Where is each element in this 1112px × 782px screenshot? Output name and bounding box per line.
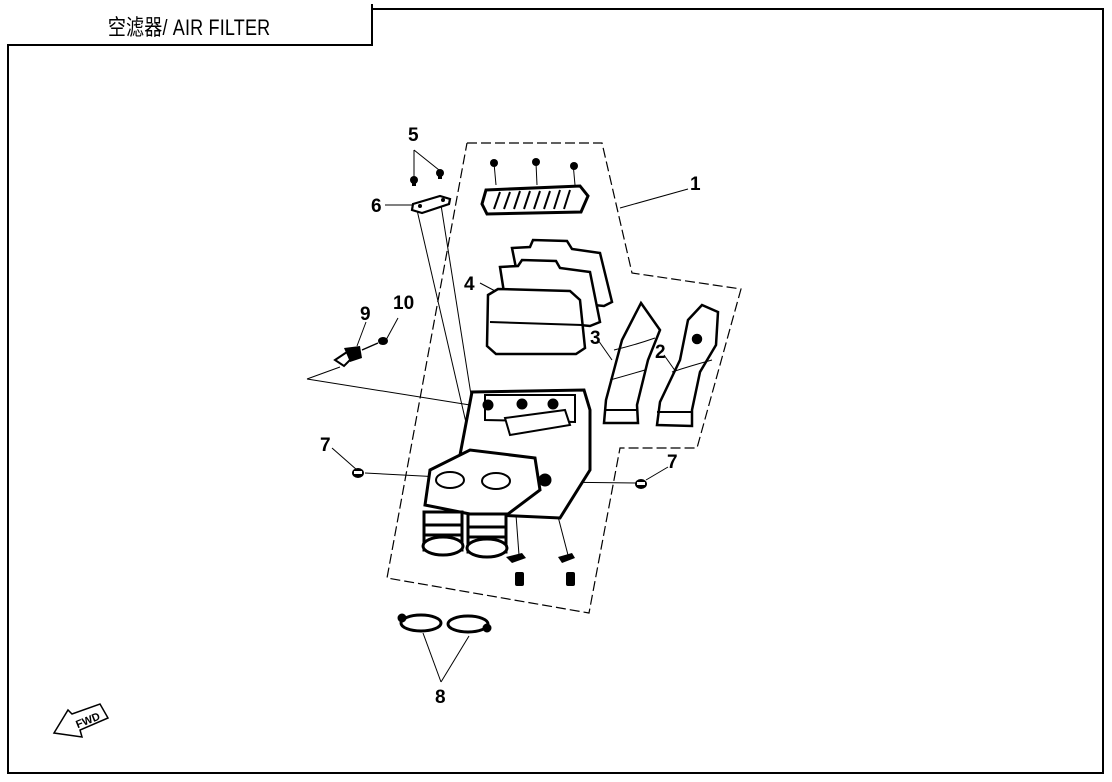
assembly-boundary bbox=[386, 142, 742, 614]
air-box-housing-icon bbox=[421, 388, 592, 559]
title-box: 空滤器/ AIR FILTER bbox=[7, 8, 373, 46]
callout-4: 4 bbox=[464, 274, 475, 295]
hose-clamp-icon bbox=[397, 613, 492, 634]
title-tick bbox=[371, 4, 373, 10]
callout-5: 5 bbox=[408, 125, 419, 146]
intake-duct-icon bbox=[602, 300, 662, 425]
page-title: 空滤器/ AIR FILTER bbox=[107, 15, 271, 40]
callout-8: 8 bbox=[435, 687, 446, 708]
callout-6: 6 bbox=[371, 196, 382, 217]
callout-3: 3 bbox=[590, 328, 601, 349]
callout-2: 2 bbox=[655, 342, 666, 363]
callout-1: 1 bbox=[690, 174, 701, 195]
bolt-icon bbox=[410, 169, 444, 186]
grommet-icon bbox=[352, 468, 647, 489]
callout-10: 10 bbox=[393, 293, 414, 314]
filter-element-icon bbox=[485, 238, 614, 356]
drawing-frame bbox=[7, 8, 1104, 774]
sensor-icon bbox=[333, 337, 388, 368]
callout-7-right: 7 bbox=[667, 452, 678, 473]
forward-arrow-icon: FWD bbox=[52, 703, 110, 738]
clip-icon bbox=[506, 553, 575, 586]
bracket-icon bbox=[410, 194, 452, 215]
callout-9: 9 bbox=[360, 304, 371, 325]
top-cover-icon bbox=[480, 158, 590, 216]
intake-duct-icon bbox=[655, 303, 720, 428]
callout-7-left: 7 bbox=[320, 435, 331, 456]
